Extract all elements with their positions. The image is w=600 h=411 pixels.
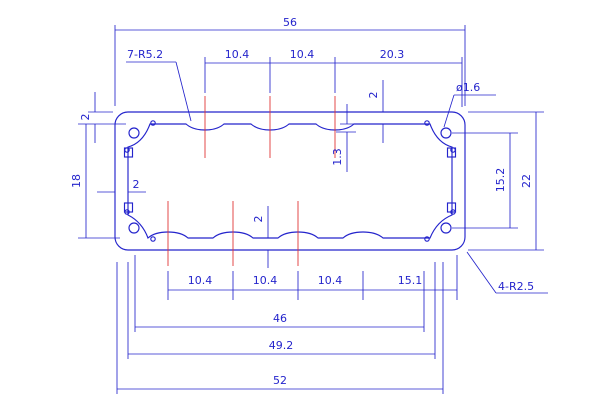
dimension-span-49-2: 49.2 xyxy=(128,339,435,355)
dim-scallop-depth-label: 1.3 xyxy=(331,148,344,166)
dimension-side-wall: 2 xyxy=(97,178,146,193)
note-corner-radius: 4-R2.5 xyxy=(466,251,548,294)
dimension-bottom-pitches: 10.4 10.4 10.4 15.1 xyxy=(168,274,457,291)
dim-bot-right-label: 15.1 xyxy=(398,274,423,287)
dim-hole-centers-label: 15.2 xyxy=(494,168,507,193)
corner-relief-notch xyxy=(150,236,156,242)
dim-56-label: 56 xyxy=(283,16,297,29)
extrusion-profile xyxy=(114,111,466,251)
wall-notch xyxy=(446,202,457,213)
dim-bot-pitch2-label: 10.4 xyxy=(253,274,278,287)
dimension-overall-width: 56 xyxy=(115,16,465,31)
corner-relief-notch xyxy=(450,209,456,215)
dim-46-label: 46 xyxy=(273,312,287,325)
leader-line xyxy=(175,61,192,122)
dim-top-pitch2-label: 10.4 xyxy=(290,48,315,61)
note-scallop-radius: 7-R5.2 xyxy=(126,48,192,122)
dimension-span-46: 46 xyxy=(135,312,424,328)
dimension-top-wall: 2 xyxy=(367,80,384,143)
leader-line xyxy=(443,94,455,128)
note-hole-label: ø1.6 xyxy=(456,81,480,94)
corner-relief-notch xyxy=(450,147,456,153)
dim-top-right-label: 20.3 xyxy=(380,48,405,61)
corner-relief-notch xyxy=(424,236,430,242)
corner-relief-notch xyxy=(124,209,130,215)
dim-top-pitch1-label: 10.4 xyxy=(225,48,250,61)
dimension-top-pitches: 10.4 10.4 20.3 xyxy=(205,48,462,64)
leader-line xyxy=(466,251,497,294)
dimension-scallop-depth: 1.3 xyxy=(331,104,348,172)
note-corners-label: 4-R2.5 xyxy=(498,280,534,293)
dim-left-wall-top-label: 2 xyxy=(79,114,92,121)
dimension-hole-centers: 15.2 xyxy=(494,133,511,228)
dimension-inner-height: 18 xyxy=(70,124,87,238)
corner-relief-notch xyxy=(124,147,130,153)
corner-screw-hole xyxy=(128,222,140,234)
corner-relief-notch xyxy=(424,120,430,126)
corner-screw-hole xyxy=(440,222,452,234)
dim-bot-pitch1-label: 10.4 xyxy=(188,274,213,287)
dim-side-wall-label: 2 xyxy=(133,178,140,191)
corner-screw-hole xyxy=(128,127,140,139)
note-hole-diameter: ø1.6 xyxy=(443,81,496,128)
profile-inner-cavity xyxy=(127,123,453,239)
dim-49-label: 49.2 xyxy=(269,339,294,352)
dim-52-label: 52 xyxy=(273,374,287,387)
profile-outer-outline xyxy=(114,111,466,251)
dim-overall-height-label: 22 xyxy=(520,174,533,188)
dim-inner-height-label: 18 xyxy=(70,174,83,188)
corner-screw-hole xyxy=(440,127,452,139)
dim-bottom-wall-label: 2 xyxy=(252,216,265,223)
note-scallops-label: 7-R5.2 xyxy=(127,48,163,61)
dimension-bottom-wall: 2 xyxy=(252,206,269,268)
dim-bot-pitch3-label: 10.4 xyxy=(318,274,343,287)
dimension-span-52: 52 xyxy=(117,374,443,390)
wall-notch xyxy=(123,202,134,213)
dim-top-wall-label: 2 xyxy=(367,92,380,99)
centerlines xyxy=(167,96,336,266)
dimension-overall-height: 22 xyxy=(520,112,537,250)
corner-relief-notch xyxy=(150,120,156,126)
dimension-left-top-wall: 2 xyxy=(79,92,96,143)
